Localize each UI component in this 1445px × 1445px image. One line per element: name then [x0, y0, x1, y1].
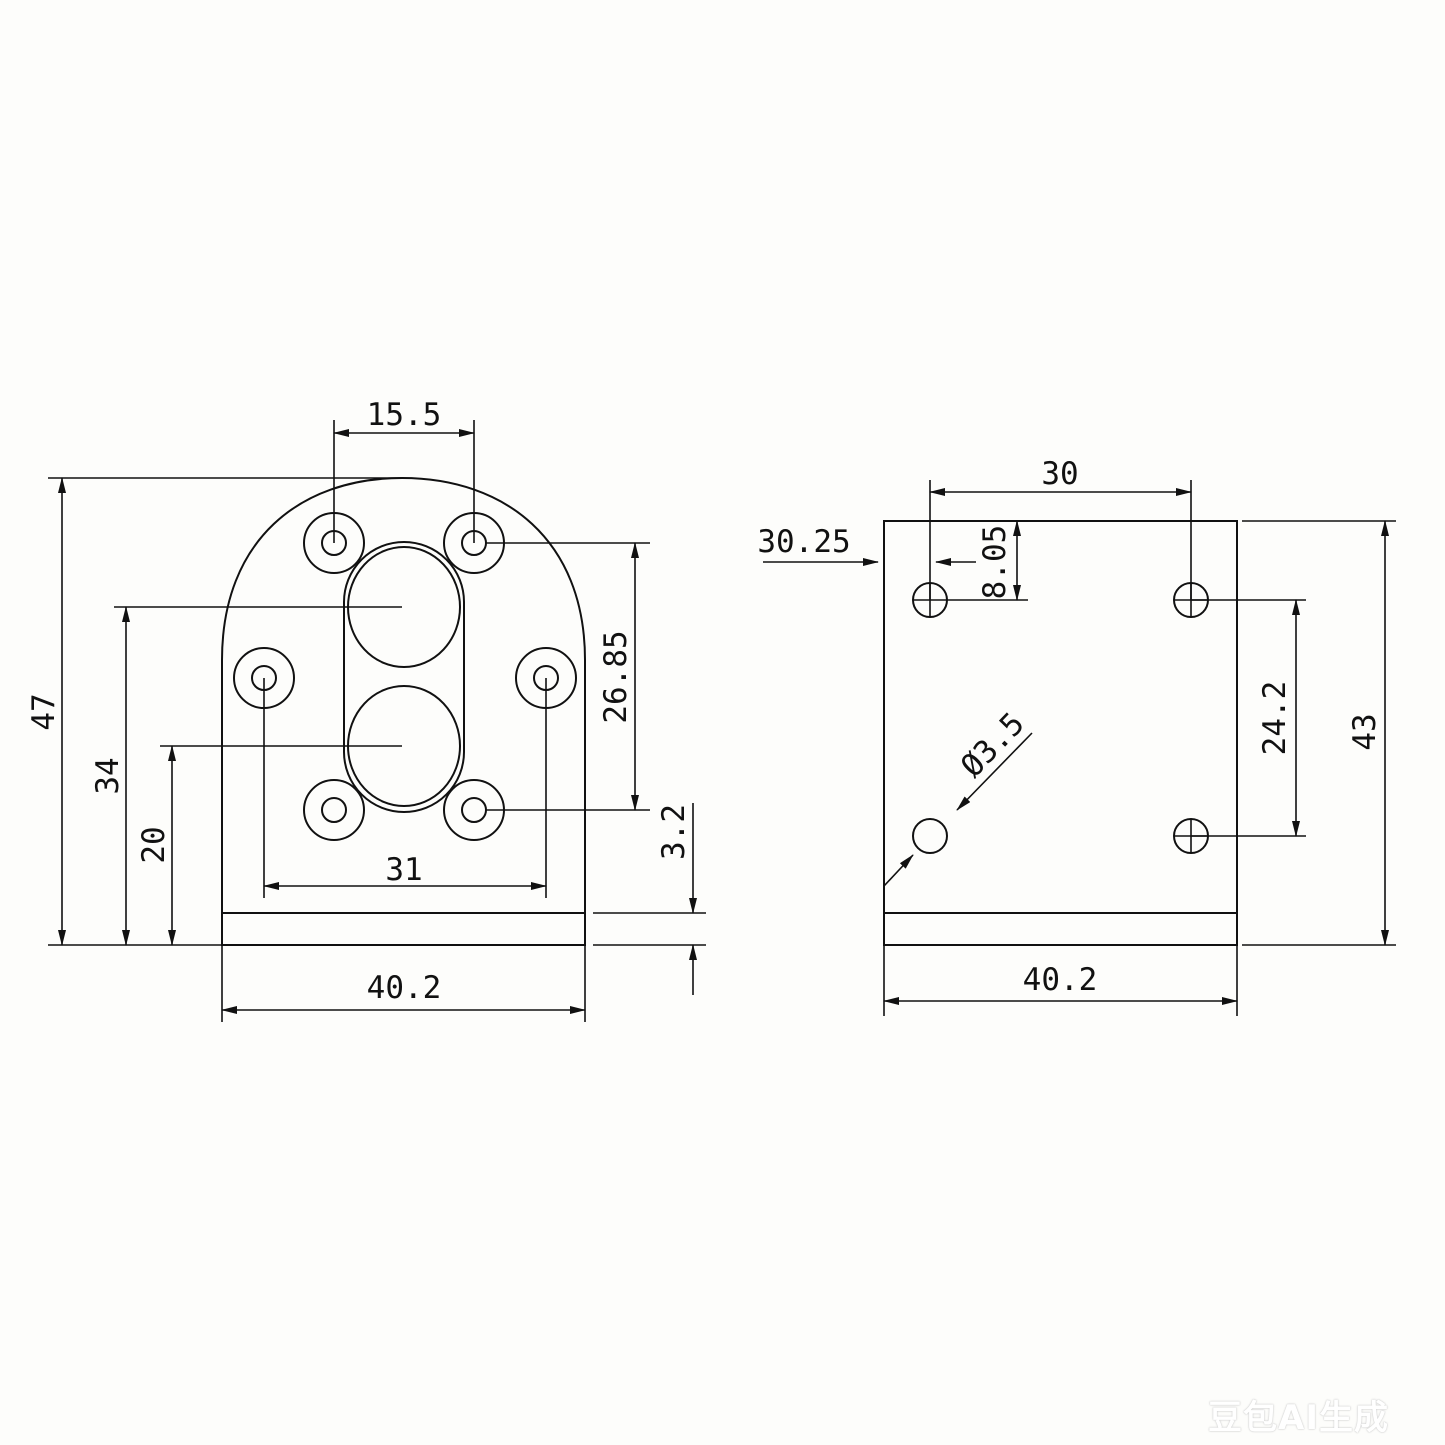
- front-outline: [221, 476, 586, 946]
- dim-overall-height: 47: [26, 693, 62, 730]
- dim-hole-spacing-top: 15.5: [367, 397, 442, 433]
- dim-hole-height-upper: 34: [90, 757, 126, 794]
- dim-hole-spacing-horizontal: 31: [385, 852, 422, 888]
- mount-holes: [233, 512, 577, 841]
- side-outline: [883, 520, 1238, 946]
- dim-overall-width-front: 40.2: [367, 970, 442, 1006]
- front-view: 15.5 47 34 20 26.85 31 40.2 3.2: [26, 397, 706, 1022]
- dim-overall-width-side: 40.2: [1023, 962, 1098, 998]
- dim-edge-offset: 30.25: [757, 524, 850, 560]
- dim-side-hole-spacing-top: 30: [1041, 456, 1078, 492]
- dim-hole-spacing-vertical: 26.85: [598, 630, 634, 723]
- front-extension-lines: [48, 420, 706, 1022]
- dim-side-hole-spacing-vertical: 24.2: [1257, 681, 1293, 756]
- dim-hole-height-lower: 20: [136, 826, 172, 863]
- dim-top-offset: 8.05: [977, 525, 1013, 600]
- center-slot: [343, 541, 465, 813]
- front-dimension-lines: [58, 429, 697, 1014]
- side-view: 30 30.25 8.05 Ø3.5 24.2 43 40.2: [757, 456, 1396, 1016]
- side-dimension-lines: [763, 488, 1389, 1005]
- dim-side-overall-height: 43: [1347, 713, 1383, 750]
- side-extension-lines: [883, 480, 1396, 1016]
- dim-plate-thickness: 3.2: [656, 804, 692, 860]
- side-holes: [912, 582, 1209, 854]
- watermark-label: 豆包AI生成: [1208, 1398, 1389, 1438]
